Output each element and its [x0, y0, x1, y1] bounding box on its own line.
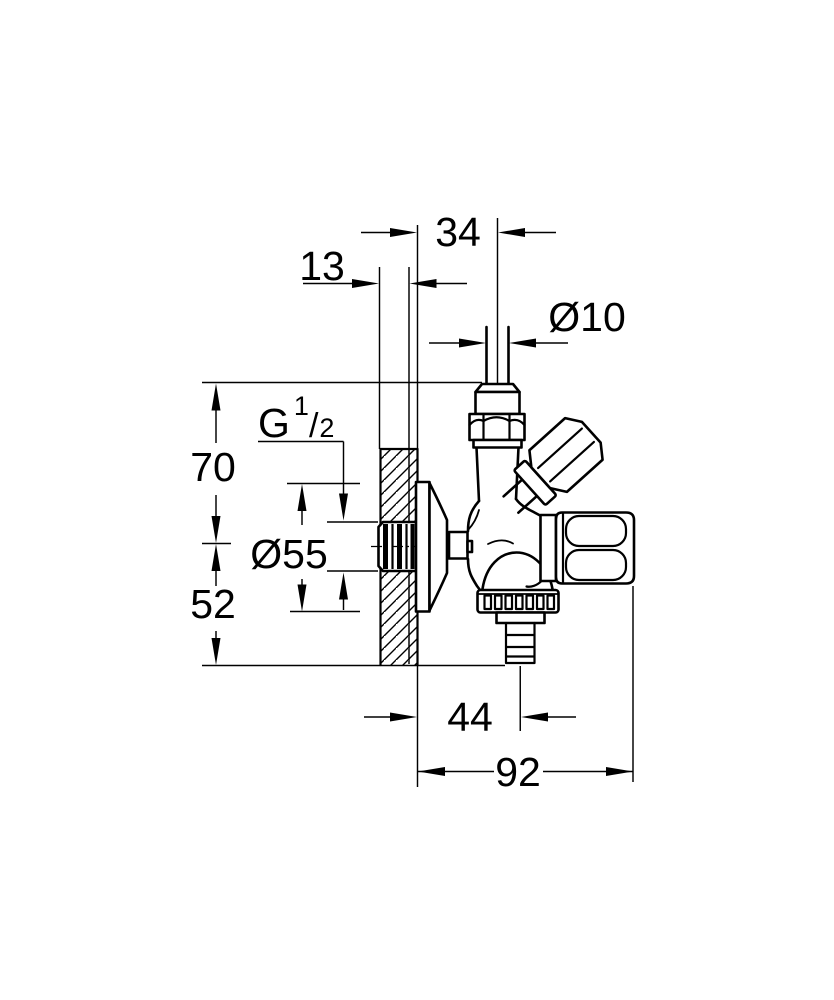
- handle-facet-edges: [536, 427, 596, 483]
- body-right-lower: [525, 579, 543, 588]
- hose-barb: [504, 621, 536, 665]
- arrowhead: [211, 638, 221, 665]
- dim-92-label: 92: [495, 749, 541, 795]
- thread-numerator: 1: [294, 391, 309, 421]
- riser-pipe: [485, 325, 510, 385]
- dim-52: 52: [190, 544, 236, 665]
- body-boss-notch: [466, 539, 474, 554]
- thread-slash: /: [309, 407, 319, 445]
- arrowhead: [418, 767, 445, 776]
- knurl-slots: [483, 594, 556, 611]
- dim-92: 92: [418, 749, 633, 795]
- arrowhead: [211, 516, 221, 543]
- arrowhead: [390, 712, 417, 722]
- arrowhead: [297, 484, 307, 511]
- thread-denominator: 2: [319, 413, 334, 443]
- fitting-sleeve: [474, 390, 521, 416]
- hex-facet-edges: [482, 412, 511, 442]
- top-compression-fitting: [468, 382, 526, 449]
- arrowhead: [409, 279, 437, 288]
- body-left-lower: [466, 557, 482, 592]
- compression-nut: [554, 511, 636, 585]
- arrowhead: [509, 338, 536, 348]
- rosette-plate: [414, 480, 431, 613]
- arrowhead: [606, 767, 633, 776]
- dim-70: 70: [190, 383, 236, 543]
- dim-34-label: 34: [435, 209, 481, 255]
- dim-70-label: 70: [190, 444, 236, 490]
- dim-44: 44: [364, 694, 576, 740]
- arrowhead: [498, 228, 525, 237]
- arrowhead: [211, 544, 221, 571]
- rosette-flange: [414, 480, 449, 613]
- pipe-outline: [485, 325, 510, 385]
- arrowhead: [297, 584, 307, 612]
- body-right-upper: [514, 497, 544, 518]
- handle-stem: [502, 477, 539, 514]
- nut-facet-upper: [564, 514, 628, 548]
- arrowhead: [390, 228, 417, 237]
- body-contour-line: [467, 509, 480, 531]
- nut-facet-lower: [564, 548, 628, 582]
- body-left-upper: [466, 499, 481, 533]
- dim-diameter-55-label: Ø55: [250, 531, 328, 577]
- handle-knob: [502, 416, 604, 514]
- arrowhead: [459, 338, 486, 348]
- body-contour-line: [487, 539, 514, 545]
- dim-diameter-10: Ø10: [429, 294, 626, 348]
- side-compression-outlet: [539, 511, 636, 585]
- hose-outlet: [476, 588, 560, 665]
- dim-34: 34: [361, 209, 556, 255]
- rosette-cone: [428, 481, 449, 612]
- body-boss: [447, 530, 469, 560]
- thread-prefix: G: [258, 400, 290, 446]
- handle-hex-head: [528, 416, 604, 494]
- arrowhead: [211, 383, 221, 411]
- body-neck: [475, 446, 520, 503]
- dim-13: 13: [299, 243, 467, 289]
- valve-body: [447, 446, 554, 592]
- dim-diameter-55: Ø55: [250, 482, 360, 613]
- arrowhead: [339, 493, 348, 521]
- dim-diameter-10-label: Ø10: [548, 294, 626, 340]
- valve-assembly: [371, 325, 636, 665]
- dim-52-label: 52: [190, 581, 236, 627]
- hex-chamfer-arcs: [468, 416, 526, 427]
- wall-thread-connection: [371, 520, 425, 573]
- arrowhead: [352, 279, 379, 288]
- dim-13-label: 13: [299, 243, 345, 289]
- arrowhead: [339, 572, 348, 600]
- hose-hex: [495, 611, 546, 625]
- dim-44-label: 44: [447, 694, 493, 740]
- outlet-flange-ring: [539, 513, 558, 583]
- arrowhead: [521, 712, 548, 722]
- fitting-washer: [472, 438, 523, 449]
